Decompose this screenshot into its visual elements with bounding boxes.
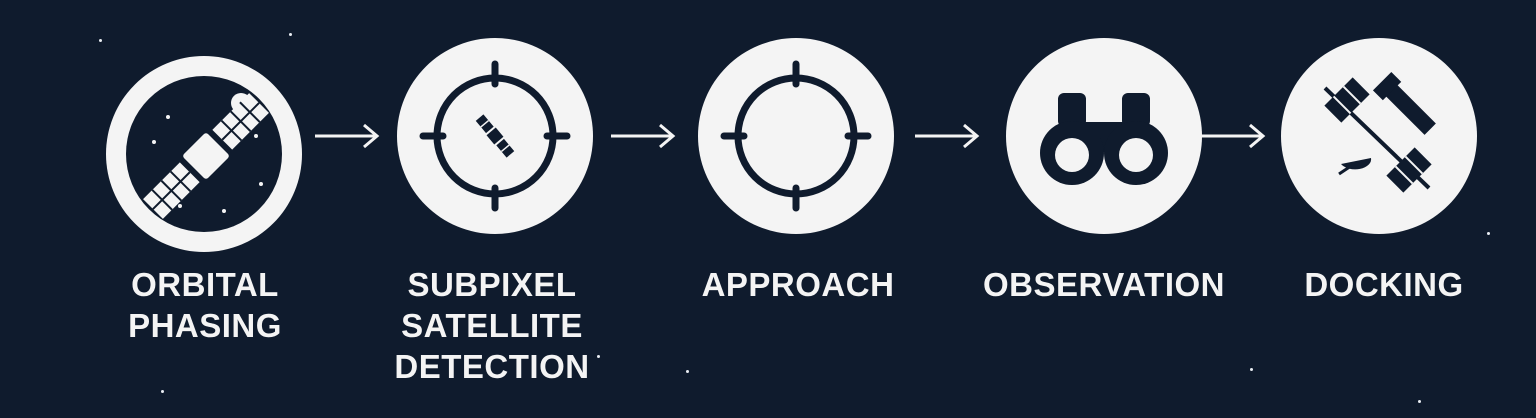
step-5-circle <box>1281 38 1477 234</box>
arrow-icon <box>915 123 980 149</box>
star <box>1250 368 1253 371</box>
step-1-label: ORBITAL PHASING <box>55 264 355 346</box>
label-line: APPROACH <box>701 266 895 303</box>
star <box>597 355 600 358</box>
step-5-label: DOCKING <box>1234 264 1534 305</box>
step-4-circle <box>1006 38 1202 234</box>
star <box>686 370 689 373</box>
star <box>161 390 164 393</box>
star <box>289 33 292 36</box>
star <box>1418 400 1421 403</box>
label-line: DOCKING <box>1304 266 1464 303</box>
step-2-circle <box>397 38 593 234</box>
arrow-icon <box>315 123 380 149</box>
crosshair-icon <box>720 60 872 212</box>
arrow-icon <box>611 123 676 149</box>
label-line: DETECTION <box>394 348 590 385</box>
binoculars-icon <box>1040 93 1168 185</box>
label-line: SUBPIXEL <box>407 266 577 303</box>
label-line: PHASING <box>128 307 282 344</box>
step-4-label: OBSERVATION <box>954 264 1254 305</box>
step-2-label: SUBPIXEL SATELLITE DETECTION <box>342 264 642 387</box>
arrow-icon <box>1201 123 1266 149</box>
star <box>1487 232 1490 235</box>
crosshair-satellite-icon <box>419 60 571 212</box>
label-line: ORBITAL <box>131 266 279 303</box>
label-line: SATELLITE <box>401 307 583 344</box>
docking-satellite-icon <box>1323 71 1436 193</box>
step-3-circle <box>698 38 894 234</box>
step-3-label: APPROACH <box>648 264 948 305</box>
satellite-icon <box>126 76 282 232</box>
step-1-circle <box>106 56 302 252</box>
label-line: OBSERVATION <box>982 266 1226 303</box>
star <box>99 39 102 42</box>
